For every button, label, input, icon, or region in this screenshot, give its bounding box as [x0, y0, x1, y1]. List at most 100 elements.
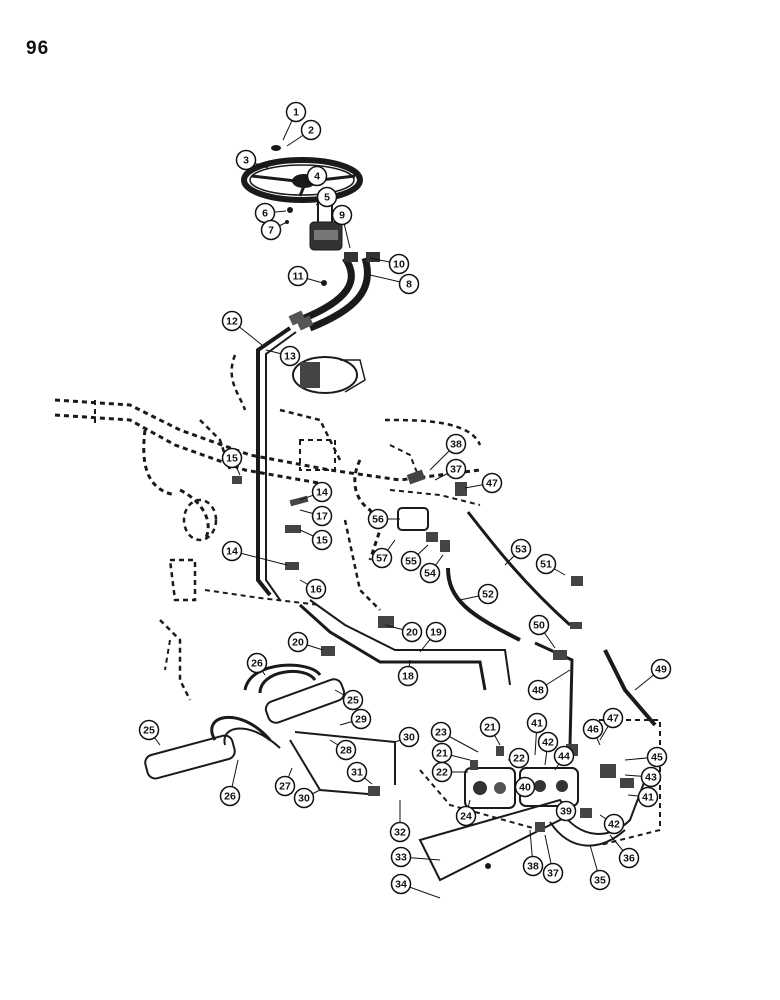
callout-number: 49	[655, 664, 667, 676]
callout-14: 14	[221, 540, 288, 566]
callout-number: 41	[531, 718, 543, 730]
callout-18: 18	[397, 659, 419, 687]
callout-21: 21	[431, 742, 471, 764]
callout-circle	[279, 345, 301, 367]
callout-14: 14	[299, 481, 333, 503]
callout-circle	[305, 578, 327, 600]
callout-circle	[371, 547, 393, 569]
callout-57: 57	[371, 539, 396, 569]
callout-20: 20	[384, 621, 423, 643]
callout-number: 40	[519, 782, 531, 794]
callout-number: 51	[540, 559, 552, 571]
callout-number: 39	[560, 806, 572, 818]
callout-15: 15	[221, 447, 243, 476]
callout-number: 22	[436, 767, 448, 779]
tube-52	[446, 567, 521, 642]
callout-54: 54	[419, 554, 444, 584]
callout-number: 6	[262, 208, 268, 220]
callout-circle	[618, 847, 640, 869]
callout-number: 4	[314, 171, 320, 183]
callout-40: 40	[514, 776, 536, 798]
callout-1: 1	[282, 101, 307, 141]
callout-circle	[398, 273, 420, 295]
callout-30: 30	[293, 787, 321, 809]
callout-35: 35	[589, 844, 611, 891]
callout-circle	[526, 712, 548, 734]
callout-circle	[390, 846, 412, 868]
callout-41: 41	[526, 712, 548, 756]
callout-number: 14	[316, 487, 328, 499]
callout-circle	[287, 265, 309, 287]
callout-number: 32	[394, 827, 406, 839]
callout-31: 31	[346, 761, 373, 785]
callout-39: 39	[554, 800, 577, 822]
callout-circle	[306, 165, 328, 187]
callout-25: 25	[138, 719, 161, 746]
callout-circle	[389, 821, 411, 843]
callout-number: 43	[645, 772, 657, 784]
callout-number: 3	[243, 155, 249, 167]
callout-29: 29	[339, 708, 372, 730]
callout-33: 33	[390, 846, 441, 868]
callout-circle	[401, 621, 423, 643]
callout-circle	[602, 707, 624, 729]
callout-circle	[235, 149, 257, 171]
callout-number: 15	[226, 453, 238, 465]
callout-number: 19	[430, 627, 442, 639]
callout-number: 21	[484, 722, 496, 734]
callout-circle	[311, 481, 333, 503]
tubes-18-19	[298, 599, 511, 691]
callout-15: 15	[299, 529, 333, 551]
callout-30: 30	[394, 726, 420, 748]
callout-number: 37	[547, 868, 559, 880]
callout-number: 38	[450, 439, 462, 451]
callout-4: 4	[304, 165, 328, 187]
callout-50: 50	[528, 614, 556, 649]
callout-circle	[589, 869, 611, 891]
callout-number: 29	[355, 714, 367, 726]
callout-number: 41	[642, 792, 654, 804]
callout-circle	[535, 553, 557, 575]
callout-47: 47	[599, 707, 624, 741]
callout-circle	[542, 862, 564, 884]
cylinder-upper	[243, 663, 346, 724]
callout-25: 25	[334, 689, 364, 711]
callout-circle	[221, 447, 243, 469]
callout-number: 53	[515, 544, 527, 556]
callout-55: 55	[400, 544, 429, 572]
callout-circle	[479, 716, 501, 738]
callout-circle	[477, 583, 499, 605]
callout-circle	[300, 119, 322, 141]
callout-circle	[293, 787, 315, 809]
callout-45: 45	[624, 746, 668, 768]
callout-circle	[138, 719, 160, 741]
callout-circle	[388, 253, 410, 275]
callout-circle	[582, 718, 604, 740]
callout-6: 6	[254, 202, 287, 224]
callout-circle	[390, 873, 412, 895]
callout-36: 36	[609, 834, 640, 869]
callout-circle	[287, 631, 309, 653]
callout-number: 12	[226, 316, 238, 328]
callout-number: 44	[558, 751, 570, 763]
callout-circle	[246, 652, 268, 674]
callout-circle	[346, 761, 368, 783]
callout-circle	[481, 472, 503, 494]
callout-number: 47	[486, 478, 498, 490]
callout-12: 12	[221, 310, 263, 346]
callout-38: 38	[522, 829, 544, 877]
callout-circle	[274, 775, 296, 797]
callout-circle	[553, 745, 575, 767]
callout-number: 56	[372, 514, 384, 526]
callout-number: 2	[308, 125, 314, 137]
callout-8: 8	[369, 273, 420, 295]
callout-circle	[650, 658, 672, 680]
fittings	[232, 469, 634, 832]
callout-34: 34	[390, 873, 441, 899]
callout-number: 57	[376, 553, 388, 565]
callout-number: 34	[395, 879, 407, 891]
cylinder-lower	[144, 715, 281, 780]
callout-circle	[400, 550, 422, 572]
callout-circle	[221, 310, 243, 332]
